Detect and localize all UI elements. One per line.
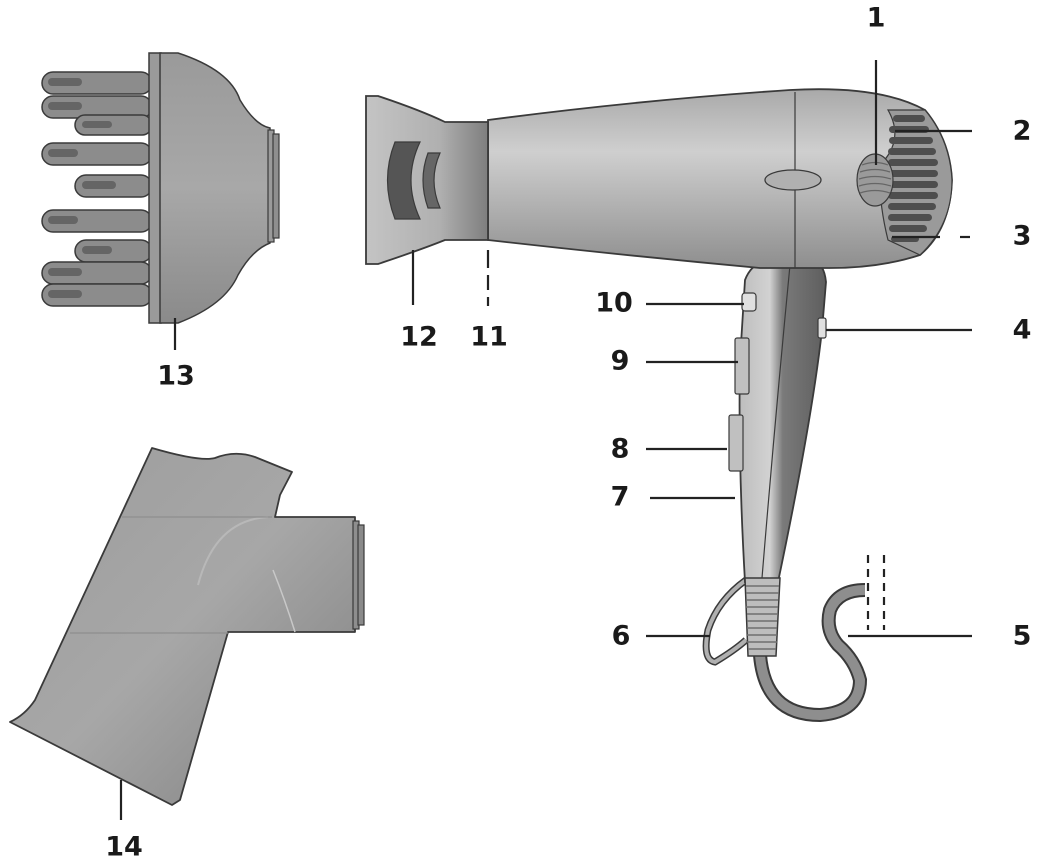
strain-relief — [744, 577, 781, 657]
callout-label-3: 3 — [1012, 220, 1032, 252]
callout-label-8: 8 — [610, 433, 630, 465]
heat-switch — [728, 414, 744, 472]
callout-label-7: 7 — [610, 481, 630, 513]
callout-label-6: 6 — [611, 620, 631, 652]
dryer-main — [365, 88, 953, 723]
callout-label-1: 1 — [866, 2, 886, 34]
callout-label-14: 14 — [105, 831, 143, 863]
ion-button — [817, 317, 827, 339]
callout-label-11: 11 — [470, 321, 508, 353]
callout-label-10: 10 — [595, 287, 633, 319]
callout-label-2: 2 — [1012, 115, 1032, 147]
callout-label-12: 12 — [400, 321, 438, 353]
diffuser-attachment — [41, 52, 280, 324]
leader-lines — [119, 60, 972, 820]
ion-emitter — [856, 153, 894, 207]
cool-shot-button — [741, 292, 757, 312]
callout-label-5: 5 — [1012, 620, 1032, 652]
callout-label-13: 13 — [157, 360, 195, 392]
callout-label-4: 4 — [1012, 314, 1032, 346]
air-inlet-grille — [888, 115, 938, 242]
indicator-light — [764, 169, 822, 191]
speed-switch — [734, 337, 750, 395]
callout-label-9: 9 — [610, 345, 630, 377]
styling-attachment — [9, 447, 365, 806]
